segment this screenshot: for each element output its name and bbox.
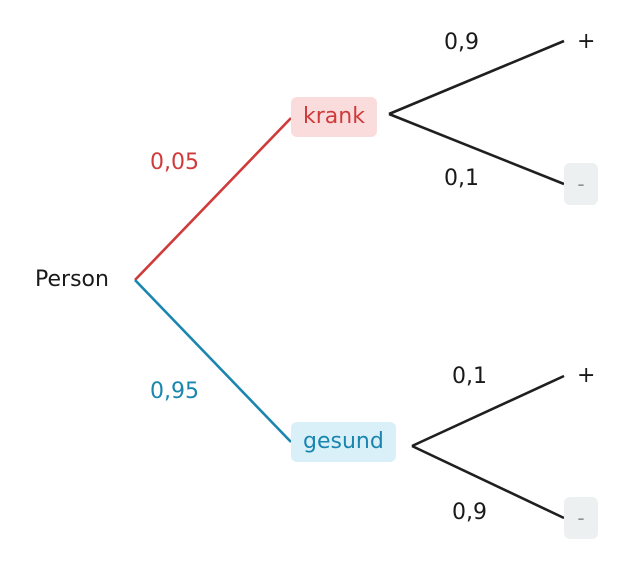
outcome-gesund-plus: + [577, 363, 596, 388]
root-label-person: Person [35, 267, 109, 292]
probability-krank: 0,05 [150, 150, 199, 175]
probability-gesund-minus: 0,9 [452, 500, 487, 525]
edge-gesund-minus [411, 444, 565, 520]
edge-person-krank [134, 117, 292, 281]
probability-gesund: 0,95 [150, 379, 199, 404]
edge-person-gesund [134, 279, 292, 443]
edge-krank-minus [388, 112, 565, 186]
probability-gesund-plus: 0,1 [452, 364, 487, 389]
node-gesund: gesund [291, 422, 396, 462]
node-krank: krank [291, 97, 377, 137]
edge-krank-plus [388, 39, 565, 116]
probability-krank-minus: 0,1 [444, 166, 479, 191]
outcome-gesund-minus: - [564, 497, 598, 539]
probability-krank-plus: 0,9 [444, 30, 479, 55]
outcome-krank-minus: - [564, 163, 598, 205]
edge-gesund-plus [411, 374, 565, 448]
outcome-krank-plus: + [577, 29, 596, 54]
